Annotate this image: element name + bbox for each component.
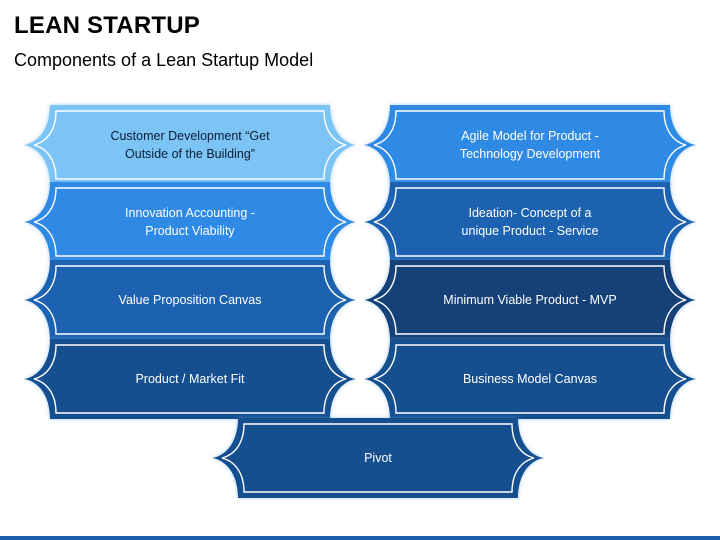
- banner-inner-border: [373, 265, 687, 335]
- banner-outer-shape: [364, 105, 696, 185]
- banner-outer-shape: [212, 418, 544, 498]
- banner-business-model-canvas: Business Model Canvas: [360, 337, 700, 421]
- banner-shape: [24, 339, 356, 419]
- banner-text-line: Ideation- Concept of a: [468, 206, 592, 220]
- banner-label: Minimum Viable Product - MVP: [400, 258, 660, 342]
- banner-text-line: Business Model Canvas: [462, 372, 598, 386]
- banner-inner-border: [33, 187, 347, 257]
- banner-shape: [364, 182, 696, 262]
- banner-shape: [364, 260, 696, 340]
- banner-outer-shape: [24, 105, 356, 185]
- banner-inner-border: [221, 423, 535, 493]
- banner-text: Ideation- Concept of a unique Product - S…: [462, 204, 599, 240]
- banner-inner-border: [33, 265, 347, 335]
- banner-text-line: Agile Model for Product -: [461, 129, 599, 143]
- banner-text: Minimum Viable Product - MVP: [443, 291, 616, 309]
- banner-label: Agile Model for Product - Technology Deve…: [400, 103, 660, 187]
- banner-value-proposition-canvas: Value Proposition Canvas: [20, 258, 360, 342]
- banner-shape: [24, 260, 356, 340]
- banner-pivot: Pivot: [208, 416, 548, 500]
- banner-ideation: Ideation- Concept of a unique Product - S…: [360, 180, 700, 264]
- page-title: LEAN STARTUP: [14, 12, 200, 39]
- banner-shape: [24, 182, 356, 262]
- banner-label: Business Model Canvas: [400, 337, 660, 421]
- banner-label: Ideation- Concept of a unique Product - S…: [400, 180, 660, 264]
- banner-outer-shape: [24, 260, 356, 340]
- banner-text-line: Product / Market Fit: [135, 372, 245, 386]
- banner-text: Innovation Accounting - Product Viability: [125, 204, 255, 240]
- banner-label: Value Proposition Canvas: [60, 258, 320, 342]
- banner-text: Value Proposition Canvas: [119, 291, 262, 309]
- banner-outer-shape: [24, 339, 356, 419]
- banner-shape: [212, 418, 544, 498]
- banner-shape: [364, 105, 696, 185]
- banner-text-line: Value Proposition Canvas: [118, 293, 262, 307]
- page-subtitle: Components of a Lean Startup Model: [14, 50, 314, 70]
- banner-label: Product / Market Fit: [60, 337, 320, 421]
- banner-text-line: Innovation Accounting -: [125, 206, 255, 220]
- banner-text-line: Technology Development: [459, 147, 601, 161]
- banner-outer-shape: [364, 339, 696, 419]
- banner-text: Agile Model for Product - Technology Deve…: [460, 127, 600, 163]
- banner-shape: [364, 339, 696, 419]
- banner-outer-shape: [364, 182, 696, 262]
- banner-inner-border: [33, 110, 347, 180]
- banner-inner-border: [373, 344, 687, 414]
- banner-product-market-fit: Product / Market Fit: [20, 337, 360, 421]
- banner-inner-border: [373, 187, 687, 257]
- banner-text-line: Outside of the Building”: [125, 147, 255, 161]
- banner-label: Pivot: [248, 416, 508, 500]
- banner-inner-border: [33, 344, 347, 414]
- banner-inner-border: [373, 110, 687, 180]
- banner-text-line: Customer Development “Get: [110, 129, 270, 143]
- banner-text: Business Model Canvas: [463, 370, 597, 388]
- banner-agile-model: Agile Model for Product - Technology Deve…: [360, 103, 700, 187]
- banner-label: Innovation Accounting - Product Viability: [60, 180, 320, 264]
- banner-shape: [24, 105, 356, 185]
- banner-text: Product / Market Fit: [135, 370, 244, 388]
- banner-text-line: Product Viability: [145, 224, 235, 238]
- banner-text: Pivot: [364, 449, 392, 467]
- banner-outer-shape: [24, 182, 356, 262]
- banner-text-line: unique Product - Service: [461, 224, 599, 238]
- footer-bar: [0, 536, 720, 540]
- banner-text-line: Minimum Viable Product - MVP: [443, 293, 617, 307]
- banner-outer-shape: [364, 260, 696, 340]
- banner-text-line: Pivot: [364, 451, 392, 465]
- banner-innovation-accounting: Innovation Accounting - Product Viability: [20, 180, 360, 264]
- banner-minimum-viable-product: Minimum Viable Product - MVP: [360, 258, 700, 342]
